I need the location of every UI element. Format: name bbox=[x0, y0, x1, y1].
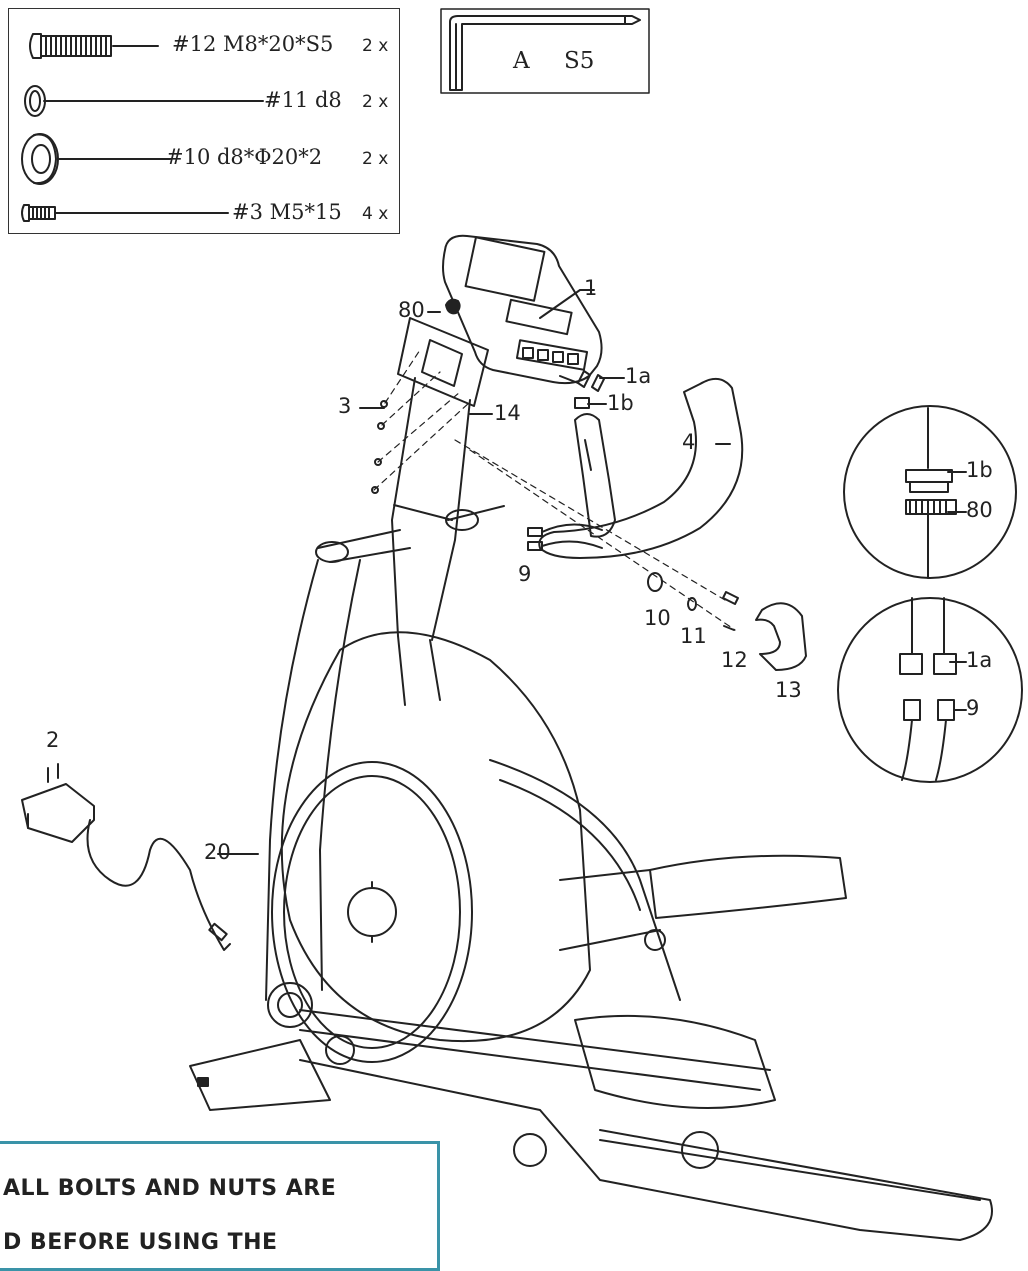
callout-80: 80 bbox=[398, 298, 425, 322]
hardware-code-11: #11 d8 bbox=[264, 88, 342, 112]
callout-1: 1 bbox=[584, 276, 598, 300]
callout-20: 20 bbox=[204, 840, 231, 864]
callout-13: 13 bbox=[775, 678, 802, 702]
bolt-icon bbox=[29, 33, 159, 59]
callout-1a: 1a bbox=[625, 364, 652, 388]
hardware-qty-3: 4 x bbox=[362, 204, 389, 224]
callout-10: 10 bbox=[644, 606, 671, 630]
hardware-list-box bbox=[8, 8, 400, 234]
hardware-code-10: #10 d8*Φ20*2 bbox=[166, 145, 323, 169]
power-adapter-2 bbox=[21, 763, 231, 951]
detail-circle-upper bbox=[843, 405, 1017, 579]
fan-housing-20 bbox=[280, 631, 591, 1043]
pedal-right bbox=[649, 854, 847, 919]
screw-icon bbox=[21, 204, 229, 222]
washer-10 bbox=[647, 572, 663, 592]
handlebar-4 bbox=[538, 377, 744, 559]
pedal-left bbox=[574, 1014, 776, 1109]
detail-callout-1a: 1a bbox=[966, 648, 993, 672]
detail-callout-9: 9 bbox=[966, 696, 980, 720]
notice-line-1: ALL BOLTS AND NUTS ARE bbox=[3, 1176, 337, 1201]
detail-circle-lower bbox=[837, 597, 1023, 783]
console-connectors bbox=[559, 370, 605, 409]
hardware-qty-10: 2 x bbox=[362, 149, 389, 169]
flat-washer-icon bbox=[21, 133, 171, 185]
screw-set-3 bbox=[371, 400, 388, 494]
front-frame bbox=[265, 559, 361, 1001]
handlebar-wires-9 bbox=[527, 523, 603, 551]
cover-13 bbox=[755, 602, 807, 671]
notice-line-2: D BEFORE USING THE bbox=[3, 1230, 278, 1255]
allen-wrench-icon bbox=[449, 15, 641, 91]
hardware-qty-11: 2 x bbox=[362, 92, 389, 112]
detail-callout-80: 80 bbox=[966, 498, 993, 522]
hardware-qty-12: 2 x bbox=[362, 36, 389, 56]
hardware-code-3: #3 M5*15 bbox=[232, 200, 342, 224]
split-washer-icon bbox=[24, 85, 264, 117]
callout-1b: 1b bbox=[607, 391, 634, 415]
callout-4: 4 bbox=[682, 430, 696, 454]
detail-callout-1b: 1b bbox=[966, 458, 993, 482]
split-washer-11 bbox=[687, 597, 697, 611]
callout-12: 12 bbox=[721, 648, 748, 672]
base-frame bbox=[189, 1039, 331, 1111]
mounting-plate bbox=[397, 317, 489, 407]
tool-letter: A bbox=[513, 48, 530, 74]
tool-size: S5 bbox=[564, 48, 595, 74]
callout-9: 9 bbox=[518, 562, 532, 586]
hardware-code-12: #12 M8*20*S5 bbox=[172, 32, 334, 56]
upright-post-14 bbox=[391, 377, 471, 641]
callout-11: 11 bbox=[680, 624, 707, 648]
safety-notice-box: ALL BOLTS AND NUTS ARE D BEFORE USING TH… bbox=[0, 1141, 440, 1271]
console-unit bbox=[442, 234, 603, 385]
callout-3: 3 bbox=[338, 394, 352, 418]
bolt-12 bbox=[722, 591, 739, 631]
callout-14: 14 bbox=[494, 401, 521, 425]
callout-2: 2 bbox=[46, 728, 60, 752]
grommet-80 bbox=[445, 298, 461, 315]
